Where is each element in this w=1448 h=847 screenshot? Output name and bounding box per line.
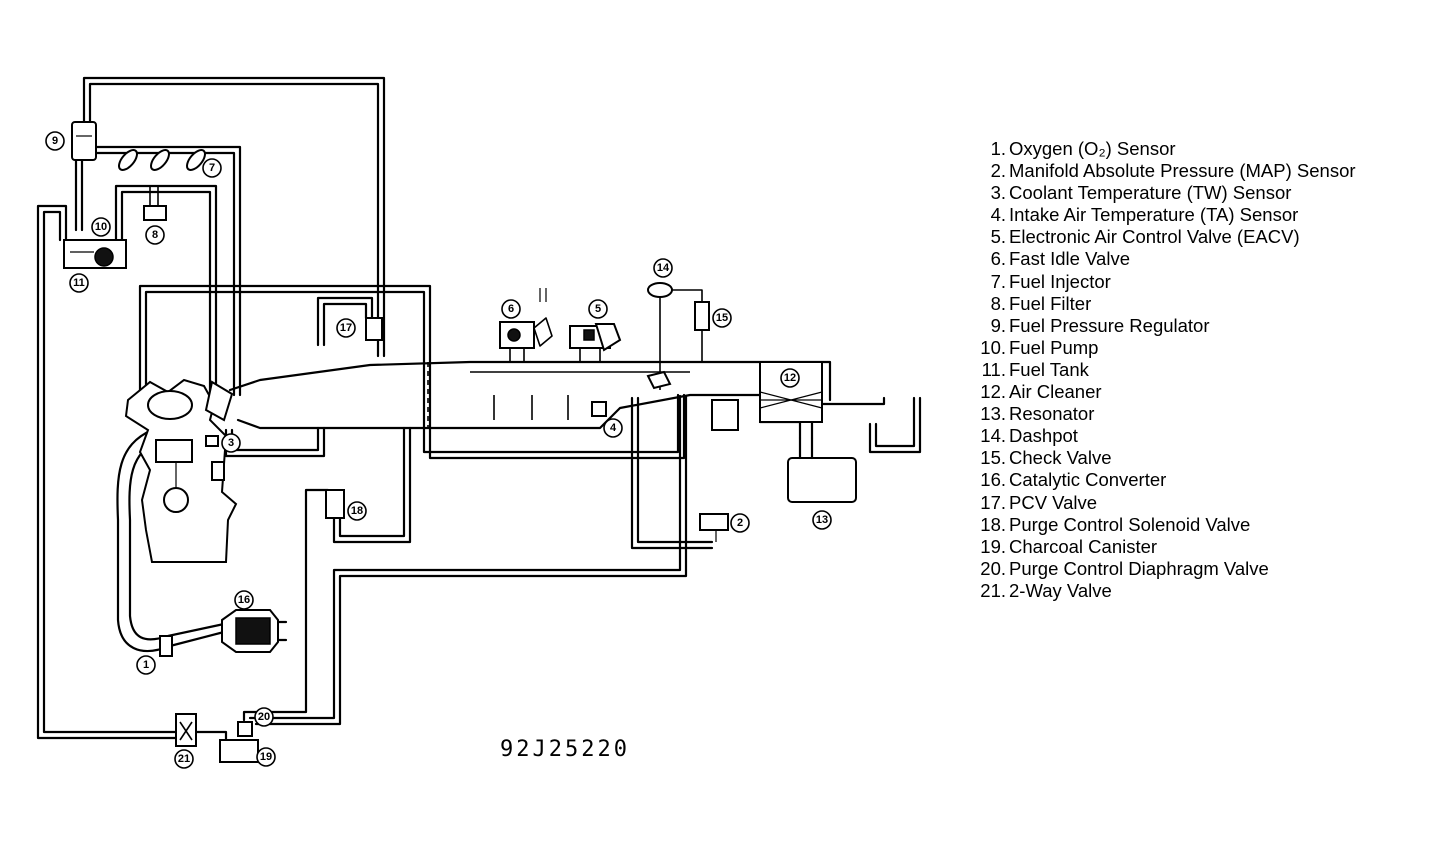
engine-block <box>124 378 238 563</box>
svg-text:6: 6 <box>508 303 514 315</box>
callout-18: 18 <box>347 501 367 521</box>
fuel-injectors <box>118 149 206 171</box>
callout-13: 13 <box>812 510 832 530</box>
svg-text:4: 4 <box>610 422 617 434</box>
legend-item: 17.PCV Valve <box>980 491 1098 513</box>
legend-item: 3.Coolant Temperature (TW) Sensor <box>990 182 1292 204</box>
oxygen-sensor <box>159 635 173 657</box>
svg-text:11: 11 <box>73 277 85 289</box>
legend-item: 10.Fuel Pump <box>980 336 1099 358</box>
legend-item: 21.2-Way Valve <box>980 579 1112 601</box>
callout-15: 15 <box>712 308 732 328</box>
svg-text:8: 8 <box>152 229 158 241</box>
legend-item: 20.Purge Control Diaphragm Valve <box>980 557 1269 579</box>
svg-text:3: 3 <box>228 437 234 449</box>
hose-lines <box>36 76 922 742</box>
callout-21: 21 <box>174 749 194 769</box>
svg-text:20: 20 <box>258 711 270 723</box>
callout-8: 8 <box>145 225 165 245</box>
legend-item: 15.Check Valve <box>980 447 1112 469</box>
fuel-filter <box>143 205 167 221</box>
callout-7: 7 <box>202 158 222 178</box>
svg-text:16: 16 <box>238 594 250 606</box>
callout-6: 6 <box>501 299 521 319</box>
check-valve <box>694 301 710 331</box>
callout-11: 11 <box>69 273 89 293</box>
svg-text:15: 15 <box>716 312 728 324</box>
legend-item: 8.Fuel Filter <box>990 292 1092 314</box>
purge-control-diaphragm <box>237 721 253 737</box>
legend-item: 13.Resonator <box>980 403 1095 425</box>
callout-16: 16 <box>234 590 254 610</box>
svg-text:14: 14 <box>657 262 670 274</box>
callout-1: 1 <box>136 655 156 675</box>
pcv-valve <box>365 317 383 341</box>
catalytic-converter <box>221 609 279 653</box>
svg-text:21: 21 <box>178 753 190 765</box>
callout-19: 19 <box>256 747 276 767</box>
callout-3: 3 <box>221 433 241 453</box>
svg-text:7: 7 <box>209 162 215 174</box>
callout-5: 5 <box>588 299 608 319</box>
legend-item: 2.Manifold Absolute Pressure (MAP) Senso… <box>990 160 1356 182</box>
legend-item: 6.Fast Idle Valve <box>990 248 1130 270</box>
fuel-pump <box>94 247 114 267</box>
map-sensor <box>699 513 729 531</box>
svg-text:1: 1 <box>143 659 149 671</box>
legend-item: 12.Air Cleaner <box>980 381 1102 403</box>
legend-item: 1.Oxygen (O₂) Sensor <box>990 138 1176 159</box>
legend-item: 16.Catalytic Converter <box>980 469 1167 491</box>
figure-code: 92J25220 <box>500 737 630 762</box>
coolant-sensor <box>205 435 219 447</box>
throttle-body <box>646 370 672 390</box>
svg-text:2: 2 <box>737 517 743 529</box>
fast-idle-valve <box>499 288 553 362</box>
purge-control-solenoid <box>325 489 345 519</box>
callout-17: 17 <box>336 318 356 338</box>
intake-chamber <box>711 399 739 431</box>
legend-item: 19.Charcoal Canister <box>980 535 1158 557</box>
callout-10: 10 <box>91 217 111 237</box>
fuel-pressure-regulator <box>71 121 97 161</box>
engine-sensor <box>211 461 225 481</box>
intake-air-temp-sensor <box>591 401 607 417</box>
resonator <box>787 457 857 503</box>
svg-text:19: 19 <box>260 751 272 763</box>
legend-item: 14.Dashpot <box>980 425 1078 447</box>
callout-12: 12 <box>780 368 800 388</box>
legend-item: 18.Purge Control Solenoid Valve <box>980 513 1251 535</box>
svg-text:18: 18 <box>351 505 363 517</box>
svg-text:10: 10 <box>95 221 107 233</box>
svg-text:13: 13 <box>816 514 828 526</box>
components <box>63 121 857 763</box>
legend-item: 11.Fuel Tank <box>981 358 1089 380</box>
callout-2: 2 <box>730 513 750 533</box>
dashpot <box>647 282 673 298</box>
svg-text:17: 17 <box>340 322 352 334</box>
svg-text:5: 5 <box>595 303 601 315</box>
component-legend: 1.Oxygen (O₂) Sensor 2.Manifold Absolute… <box>968 138 1356 602</box>
legend-item: 4.Intake Air Temperature (TA) Sensor <box>990 204 1299 226</box>
charcoal-canister <box>219 739 259 763</box>
callout-20: 20 <box>254 707 274 727</box>
svg-text:9: 9 <box>52 135 58 147</box>
svg-text:12: 12 <box>784 372 796 384</box>
legend-item: 9.Fuel Pressure Regulator <box>990 314 1210 336</box>
legend-item: 5.Electronic Air Control Valve (EACV) <box>990 226 1300 248</box>
callout-4: 4 <box>603 418 623 438</box>
callout-14: 14 <box>653 258 673 278</box>
legend-item: 7.Fuel Injector <box>990 270 1111 292</box>
eacv <box>569 323 622 362</box>
callout-9: 9 <box>45 131 65 151</box>
